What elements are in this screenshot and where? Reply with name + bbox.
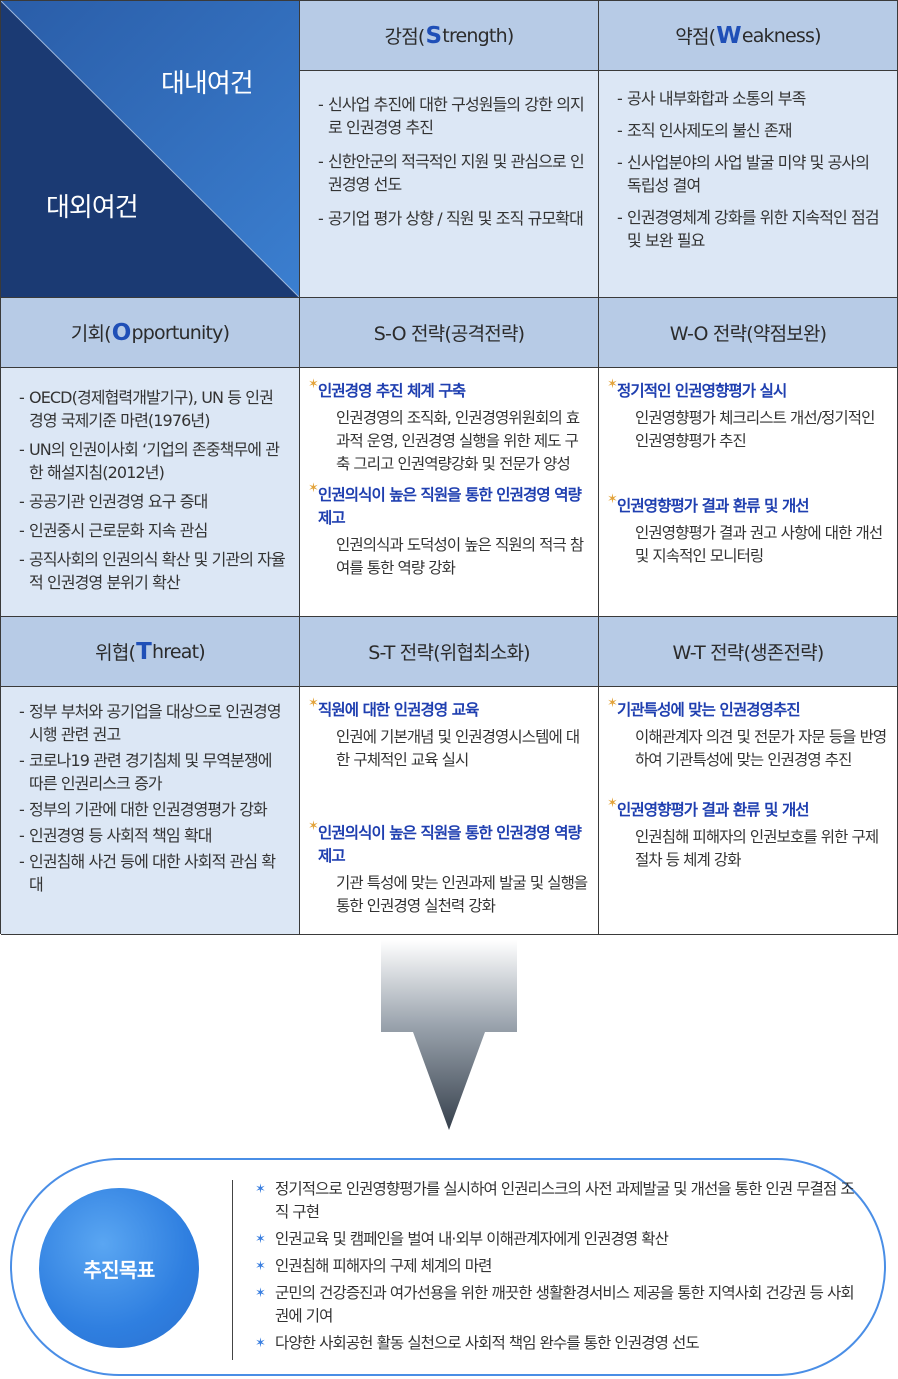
list-item: 공직사회의 인권의식 확산 및 기관의 자율적 인권경영 분위기 확산 (19, 548, 287, 594)
strategy-desc: 이해관계자 의견 및 전문가 자문 등을 반영하여 기관특성에 맞는 인권경영 … (635, 728, 887, 769)
strategy-title: ✶직원에 대한 인권경영 교육 (308, 696, 590, 722)
list-item: ✶인권교육 및 캠페인을 벌여 내·외부 이해관계자에게 인권경영 확산 (255, 1228, 855, 1251)
list-item: OECD(경제협력개발기구), UN 등 인권 경영 국제기준 마련(1976년… (19, 386, 287, 432)
list-item: 인권경영 등 사회적 책임 확대 (19, 824, 287, 847)
list-item: 조직 인사제도의 불신 존재 (617, 119, 885, 142)
so-cell: ✶인권경영 추진 체계 구축 인권경영의 조직화, 인권경영위원회의 효과적 운… (300, 368, 599, 617)
strategy-title: ✶인권의식이 높은 직원을 통한 인권경영 역량 제고 (308, 481, 590, 530)
list-item: 코로나19 관련 경기침체 및 무역분쟁에 따른 인권리스크 증가 (19, 749, 287, 795)
strategy-title: ✶기관특성에 맞는 인권경영추진 (607, 696, 889, 722)
strategy-desc: 인권영향평가 결과 권고 사항에 대한 개선 및 지속적인 모니터링 (635, 524, 883, 565)
star-icon: ✶ (255, 1286, 266, 1301)
strategy-title: ✶인권의식이 높은 직원을 통한 인권경영 역량 제고 (308, 819, 590, 868)
goal-badge: 추진목표 (39, 1188, 199, 1348)
weakness-list: 공사 내부화합과 소통의 부족 조직 인사제도의 불신 존재 신사업분야의 사업… (617, 87, 885, 252)
star-icon: ✶ (607, 492, 618, 507)
wo-cell: ✶정기적인 인권영향평가 실시 인권영향평가 체크리스트 개선/정기적인 인권영… (599, 368, 898, 617)
so-header: S-O 전략(공격전략) (300, 298, 599, 368)
list-item: 신사업 추진에 대한 구성원들의 강한 의지로 인권경영 추진 (318, 93, 585, 139)
list-item: ✶정기적으로 인권영향평가를 실시하여 인권리스크의 사전 과제발굴 및 개선을… (255, 1180, 855, 1221)
list-item: 정부 부처와 공기업을 대상으로 인권경영 시행 관련 권고 (19, 700, 287, 746)
list-item: 인권침해 사건 등에 대한 사회적 관심 확대 (19, 850, 287, 896)
goal-list: ✶정기적으로 인권영향평가를 실시하여 인권리스크의 사전 과제발굴 및 개선을… (255, 1178, 855, 1359)
strategy-title: ✶인권영향평가 결과 환류 및 개선 (607, 796, 889, 822)
list-item: 인권중시 근로문화 지속 관심 (19, 519, 287, 542)
st-cell: ✶직원에 대한 인권경영 교육 인권에 기본개념 및 인권경영시스템에 대한 구… (300, 687, 599, 935)
wo-header: W-O 전략(약점보완) (599, 298, 898, 368)
star-icon: ✶ (308, 481, 319, 496)
star-icon: ✶ (255, 1232, 266, 1247)
star-icon: ✶ (308, 377, 319, 392)
list-item: ✶다양한 사회공헌 활동 실천으로 사회적 책임 완수를 통한 인권경영 선도 (255, 1332, 855, 1355)
star-icon: ✶ (255, 1259, 266, 1274)
list-item: 신사업분야의 사업 발굴 미약 및 공사의 독립성 결여 (617, 151, 885, 197)
strength-cell: 신사업 추진에 대한 구성원들의 강한 의지로 인권경영 추진 신한안군의 적극… (300, 71, 599, 298)
internal-label: 대내여건 (161, 69, 254, 99)
list-item: 공사 내부화합과 소통의 부족 (617, 87, 885, 110)
strategy-desc: 인권의식과 도덕성이 높은 직원의 적극 참여를 통한 역량 강화 (336, 536, 584, 577)
threat-list: 정부 부처와 공기업을 대상으로 인권경영 시행 관련 권고 코로나19 관련 … (19, 700, 287, 896)
wt-header: W-T 전략(생존전략) (599, 617, 898, 687)
strategy-desc: 기관 특성에 맞는 인권과제 발굴 및 실행을 통한 인권경영 실천력 강화 (336, 874, 588, 915)
goal-box: 추진목표 ✶정기적으로 인권영향평가를 실시하여 인권리스크의 사전 과제발굴 … (10, 1158, 886, 1376)
opportunity-list: OECD(경제협력개발기구), UN 등 인권 경영 국제기준 마련(1976년… (19, 386, 287, 594)
star-icon: ✶ (255, 1336, 266, 1351)
strategy-title: ✶인권영향평가 결과 환류 및 개선 (607, 492, 889, 518)
weakness-cell: 공사 내부화합과 소통의 부족 조직 인사제도의 불신 존재 신사업분야의 사업… (599, 71, 898, 298)
external-label: 대외여건 (46, 193, 139, 223)
list-item: 공기업 평가 상향 / 직원 및 조직 규모확대 (318, 207, 584, 230)
star-icon: ✶ (308, 819, 319, 834)
list-item: 정부의 기관에 대한 인권경영평가 강화 (19, 798, 287, 821)
list-item: ✶군민의 건강증진과 여가선용을 위한 깨끗한 생활환경서비스 제공을 통한 지… (255, 1284, 855, 1325)
strategy-desc: 인권에 기본개념 및 인권경영시스템에 대한 구체적인 교육 실시 (336, 728, 580, 769)
star-icon: ✶ (255, 1182, 266, 1197)
strategy-desc: 인권영향평가 체크리스트 개선/정기적인 인권영향평가 추진 (635, 409, 875, 450)
star-icon: ✶ (607, 796, 618, 811)
strategy-title: ✶인권경영 추진 체계 구축 (308, 377, 590, 403)
strategy-title: ✶정기적인 인권영향평가 실시 (607, 377, 889, 403)
star-icon: ✶ (607, 696, 618, 711)
st-header: S-T 전략(위협최소화) (300, 617, 599, 687)
goal-divider (232, 1180, 233, 1360)
star-icon: ✶ (607, 377, 618, 392)
strategy-desc: 인권침해 피해자의 인권보호를 위한 구제절차 등 체계 강화 (635, 828, 879, 869)
list-item: UN의 인권이사회 ‘기업의 존중책무에 관한 해설지침(2012년) (19, 438, 287, 484)
corner-cell: 대내여건 대외여건 (1, 1, 300, 298)
down-arrow-icon (381, 940, 517, 1130)
wt-cell: ✶기관특성에 맞는 인권경영추진 이해관계자 의견 및 전문가 자문 등을 반영… (599, 687, 898, 935)
star-icon: ✶ (308, 696, 319, 711)
corner-diagonal (1, 1, 299, 297)
opportunity-cell: OECD(경제협력개발기구), UN 등 인권 경영 국제기준 마련(1976년… (1, 368, 300, 617)
strategy-desc: 인권경영의 조직화, 인권경영위원회의 효과적 운영, 인권경영 실행을 위한 … (336, 409, 580, 473)
strength-list: 신사업 추진에 대한 구성원들의 강한 의지로 인권경영 추진 신한안군의 적극… (318, 93, 585, 230)
list-item: 인권경영체계 강화를 위한 지속적인 점검 및 보완 필요 (617, 206, 885, 252)
threat-cell: 정부 부처와 공기업을 대상으로 인권경영 시행 관련 권고 코로나19 관련 … (1, 687, 300, 935)
list-item: 공공기관 인권경영 요구 증대 (19, 490, 287, 513)
list-item: 신한안군의 적극적인 지원 및 관심으로 인권경영 선도 (318, 150, 585, 196)
list-item: ✶인권침해 피해자의 구제 체계의 마련 (255, 1255, 855, 1278)
